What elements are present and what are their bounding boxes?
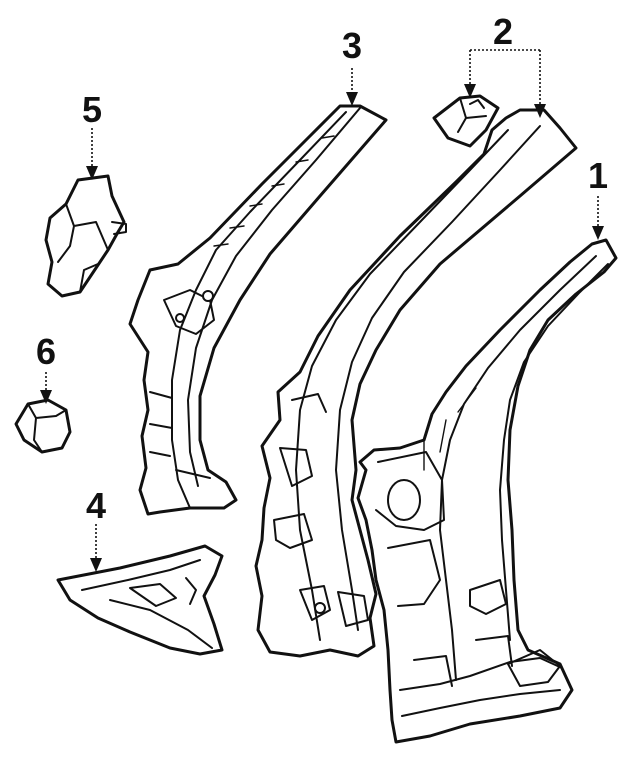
part-2-gusset[interactable] <box>432 94 500 148</box>
arrow-2a <box>464 84 476 98</box>
part-4-bracket[interactable] <box>56 544 224 656</box>
part-6-block[interactable] <box>14 398 72 454</box>
callout-2[interactable]: 2 <box>493 11 513 52</box>
callout-labels: 1 2 3 4 5 6 <box>36 11 608 526</box>
callout-1[interactable]: 1 <box>588 155 608 196</box>
callout-3[interactable]: 3 <box>342 25 362 66</box>
part-5-bracket[interactable] <box>44 174 127 298</box>
part-1-pillar[interactable] <box>356 238 618 744</box>
leaders <box>40 49 604 572</box>
callout-4[interactable]: 4 <box>86 485 106 526</box>
arrow-5 <box>86 166 98 180</box>
arrow-6 <box>40 390 52 404</box>
arrow-3 <box>346 92 358 106</box>
part-3-pillar[interactable] <box>128 104 388 516</box>
arrow-1 <box>592 226 604 240</box>
arrow-2b <box>534 104 546 118</box>
arrow-4 <box>90 558 102 572</box>
callout-6[interactable]: 6 <box>36 331 56 372</box>
callout-5[interactable]: 5 <box>82 89 102 130</box>
part-2-pillar[interactable] <box>254 108 578 658</box>
